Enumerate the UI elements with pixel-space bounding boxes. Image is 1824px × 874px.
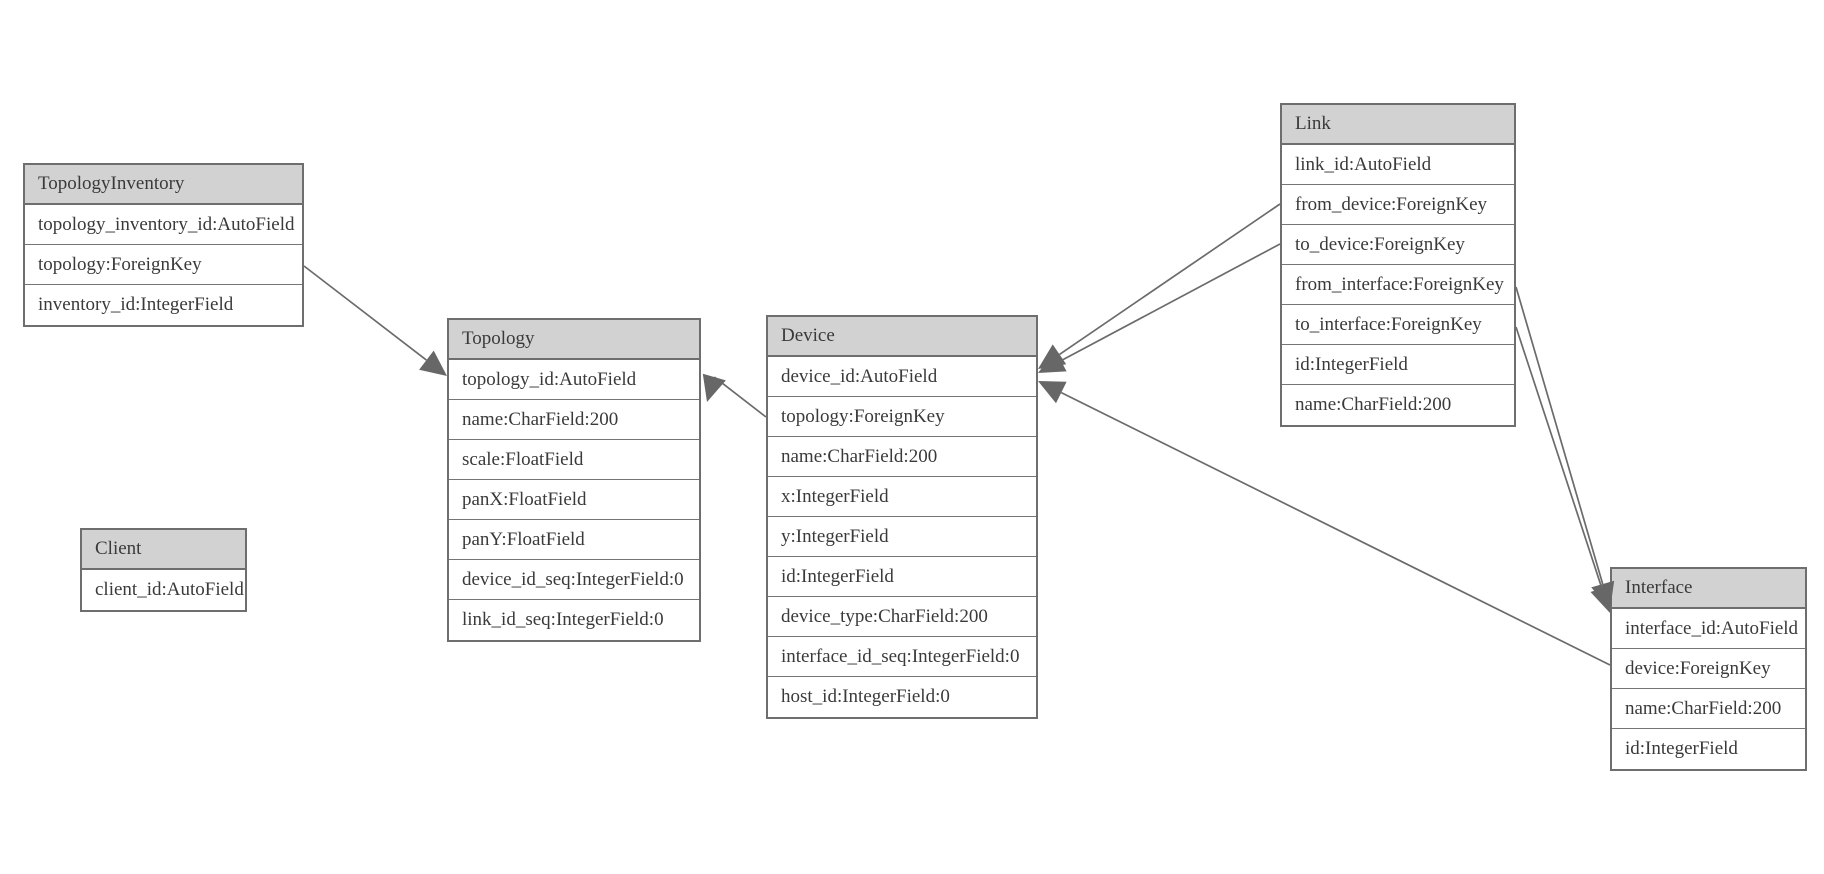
field-row-device-5: id:IntegerField [768,557,1036,597]
entity-title-link: Link [1282,105,1514,145]
field-row-link-2: to_device:ForeignKey [1282,225,1514,265]
field-row-link-5: id:IntegerField [1282,345,1514,385]
field-row-interface-3: id:IntegerField [1612,729,1805,769]
entity-title-interface: Interface [1612,569,1805,609]
field-row-device-7: interface_id_seq:IntegerField:0 [768,637,1036,677]
relationship-line-link-to-device [1060,243,1281,362]
field-row-link-3: from_interface:ForeignKey [1282,265,1514,305]
relationship-arrowhead-interface-device [1038,381,1067,404]
entity-title-client: Client [82,530,245,570]
field-row-topology-1: name:CharField:200 [449,400,699,440]
entity-title-topology: Topology [449,320,699,360]
field-row-topology-inventory-1: topology:ForeignKey [25,245,302,285]
relationship-line-interface-device [1060,391,1611,666]
field-row-interface-0: interface_id:AutoField [1612,609,1805,649]
field-row-link-0: link_id:AutoField [1282,145,1514,185]
field-row-topology-3: panX:FloatField [449,480,699,520]
field-row-link-6: name:CharField:200 [1282,385,1514,425]
relationship-arrowhead-topologyinventory-topology [419,350,447,376]
field-row-device-4: y:IntegerField [768,517,1036,557]
field-row-topology-2: scale:FloatField [449,440,699,480]
field-row-topology-5: device_id_seq:IntegerField:0 [449,560,699,600]
field-row-device-1: topology:ForeignKey [768,397,1036,437]
field-row-link-1: from_device:ForeignKey [1282,185,1514,225]
field-row-device-6: device_type:CharField:200 [768,597,1036,637]
field-row-device-0: device_id:AutoField [768,357,1036,397]
entity-title-topology-inventory: TopologyInventory [25,165,302,205]
field-row-topology-inventory-2: inventory_id:IntegerField [25,285,302,325]
relationship-arrowhead-link-to-device [1038,350,1067,373]
relationship-arrowhead-device-topology [702,373,726,402]
relationship-line-device-topology [713,376,767,418]
field-row-device-8: host_id:IntegerField:0 [768,677,1036,717]
field-row-link-4: to_interface:ForeignKey [1282,305,1514,345]
field-row-topology-0: topology_id:AutoField [449,360,699,400]
field-row-topology-inventory-0: topology_inventory_id:AutoField [25,205,302,245]
entity-title-device: Device [768,317,1036,357]
field-row-device-3: x:IntegerField [768,477,1036,517]
relationship-arrowhead-link-from-device [1038,344,1067,369]
field-row-topology-6: link_id_seq:IntegerField:0 [449,600,699,640]
relationship-line-topologyinventory-topology [303,265,427,361]
relationship-line-link-to-interface [1515,326,1603,589]
field-row-topology-4: panY:FloatField [449,520,699,560]
field-row-client-0: client_id:AutoField [82,570,245,610]
field-row-interface-1: device:ForeignKey [1612,649,1805,689]
relationship-line-link-from-device [1059,203,1281,356]
relationship-line-link-from-interface [1515,286,1604,585]
field-row-interface-2: name:CharField:200 [1612,689,1805,729]
field-row-device-2: name:CharField:200 [768,437,1036,477]
